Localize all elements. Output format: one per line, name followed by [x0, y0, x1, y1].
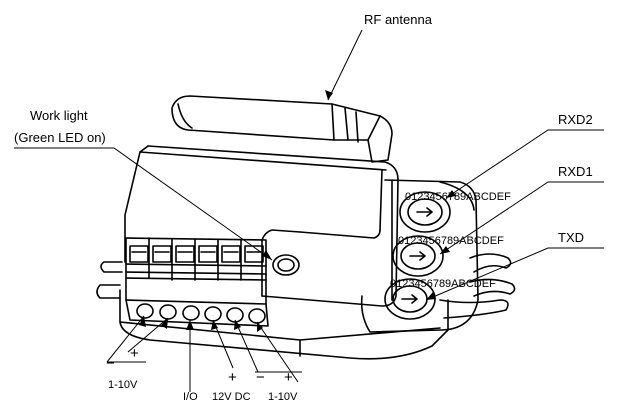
leader-rxd2: [445, 129, 604, 199]
label-work-light-line1: Work light: [30, 108, 88, 123]
leader-work-light: [14, 147, 273, 261]
label-txd: TXD: [558, 230, 584, 245]
label-work-light-line2: (Green LED on): [14, 130, 106, 145]
label-pair2-plus: +: [284, 369, 293, 386]
terminal-hole-6: [248, 308, 266, 324]
label-dc-plus: +: [228, 369, 237, 386]
terminal-block-upper: [125, 237, 267, 281]
terminal-hole-5: [226, 307, 244, 323]
label-pair1-minus: −: [106, 355, 115, 372]
base-housing: [119, 289, 449, 360]
dial-rxd2-text: 0123456789ABCDEF: [405, 191, 511, 203]
leader-term-5: [234, 319, 259, 373]
left-mounting-tabs: [96, 261, 123, 299]
rf-antenna: [171, 95, 393, 163]
label-rxd1: RXD1: [558, 164, 593, 179]
leader-rf-antenna: [327, 29, 363, 101]
work-light-led: [272, 254, 300, 276]
terminal-hole-4: [204, 306, 222, 322]
label-pair1-1-10v: 1-10V: [108, 379, 138, 391]
label-io: I/O: [183, 391, 198, 403]
label-rf-antenna: RF antenna: [364, 12, 433, 27]
dial-rxd1-text: 0123456789ABCDEF: [398, 235, 504, 247]
label-rxd2: RXD2: [558, 112, 593, 127]
terminal-hole-3: [182, 305, 200, 321]
dial-rxd1: [392, 235, 444, 277]
arrowheads: [139, 90, 456, 332]
terminal-hole-1: [136, 303, 154, 319]
leader-rxd1: [439, 181, 604, 255]
main-cover: [124, 145, 399, 307]
terminal-hole-2: [159, 304, 177, 320]
dial-txd-text: 0123456789ABCDEF: [390, 278, 496, 290]
leader-txd: [425, 247, 604, 301]
label-12v-dc: 12V DC: [212, 391, 251, 403]
label-pair1-plus: +: [130, 345, 139, 362]
label-pair2-minus: −: [256, 369, 265, 386]
leader-term-1: [106, 315, 145, 363]
dial-rxd2: [399, 191, 451, 233]
leader-term-2: [127, 317, 169, 353]
label-pair2-1-10v: 1-10V: [268, 391, 298, 403]
terminal-block-lower: [125, 277, 269, 327]
dial-module: [360, 179, 479, 333]
leader-lines: [14, 29, 604, 392]
